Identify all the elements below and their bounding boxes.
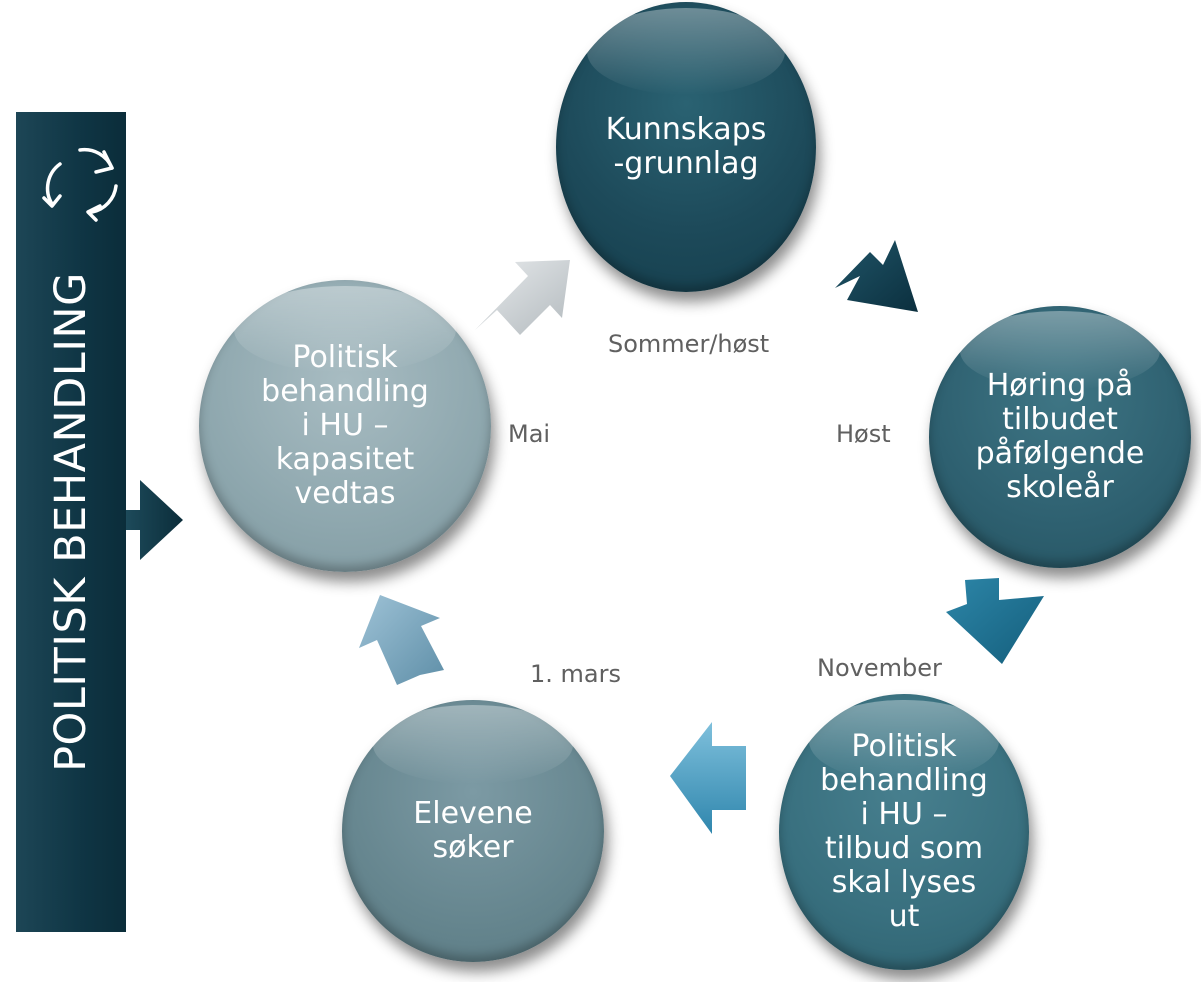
banner-pointer-arrow: [126, 480, 183, 560]
step-kapasitet-vedtas: Politisk behandling i HU – kapasitet ved…: [199, 280, 491, 572]
step-horing-label: Høring på tilbudet påfølgende skoleår: [975, 368, 1145, 505]
period-host: Høst: [836, 420, 891, 448]
period-mai: Mai: [508, 420, 551, 448]
arrow-to-elevene: [670, 722, 746, 834]
step-kunnskapsgrunnlag-label: Kunnskaps -grunnlag: [605, 112, 767, 181]
arrow-to-horing: [835, 240, 918, 312]
arrow-to-vedtas: [359, 595, 444, 685]
period-november: November: [817, 654, 942, 682]
step-elevene-soker-label: Elevene søker: [413, 796, 533, 865]
step-elevene-soker: Elevene søker: [342, 700, 604, 962]
step-politisk-behandling-tilbud: Politisk behandling i HU – tilbud som sk…: [779, 694, 1029, 970]
arrow-to-politisk-hu: [946, 578, 1044, 664]
step-kunnskapsgrunnlag: Kunnskaps -grunnlag: [556, 2, 816, 292]
cycle-icon: [42, 147, 118, 222]
politisk-behandling-banner: [16, 112, 126, 932]
step-horing: Høring på tilbudet påfølgende skoleår: [929, 306, 1191, 568]
step-kapasitet-vedtas-label: Politisk behandling i HU – kapasitet ved…: [261, 340, 429, 511]
period-mars: 1. mars: [530, 660, 621, 688]
period-sommer-host: Sommer/høst: [608, 330, 770, 358]
step-politisk-behandling-tilbud-label: Politisk behandling i HU – tilbud som sk…: [820, 729, 988, 934]
arrow-to-kunnskap: [475, 260, 570, 335]
